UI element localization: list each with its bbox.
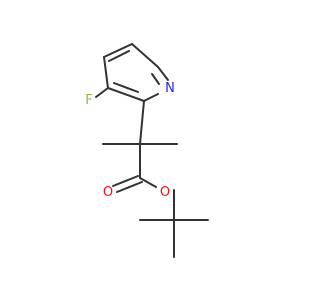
bond-c2-cq bbox=[139, 100, 145, 145]
atom-label-ester-oxygen: O bbox=[160, 185, 170, 200]
bond-c6-c5 bbox=[131, 43, 159, 68]
bond-c5-c4-inner bbox=[108, 50, 130, 62]
bond-c3-c2-inner bbox=[113, 82, 139, 93]
bond-c2-n1 bbox=[143, 93, 159, 102]
bond-carbonyl-double-a bbox=[112, 175, 139, 187]
structure-canvas: N F O O bbox=[85, 43, 209, 258]
bond-c3-f bbox=[95, 87, 109, 98]
atom-label-nitrogen: N bbox=[165, 81, 175, 96]
atom-label-fluorine: F bbox=[85, 93, 92, 108]
bond-n1-c6-inner bbox=[151, 73, 160, 85]
bond-carbonyl-o-ester bbox=[139, 177, 157, 188]
bond-n1-c6 bbox=[157, 66, 169, 81]
molecule-diagram: N F O O bbox=[85, 43, 209, 258]
bond-c5-c4 bbox=[103, 43, 133, 58]
bond-c4-c3 bbox=[103, 56, 109, 89]
atom-label-carbonyl-oxygen: O bbox=[103, 185, 113, 200]
bond-carbonyl-double-b bbox=[116, 181, 143, 193]
bond-c3-c2 bbox=[107, 87, 145, 102]
atom-labels: N F O O bbox=[85, 81, 175, 200]
bonds bbox=[95, 43, 209, 258]
